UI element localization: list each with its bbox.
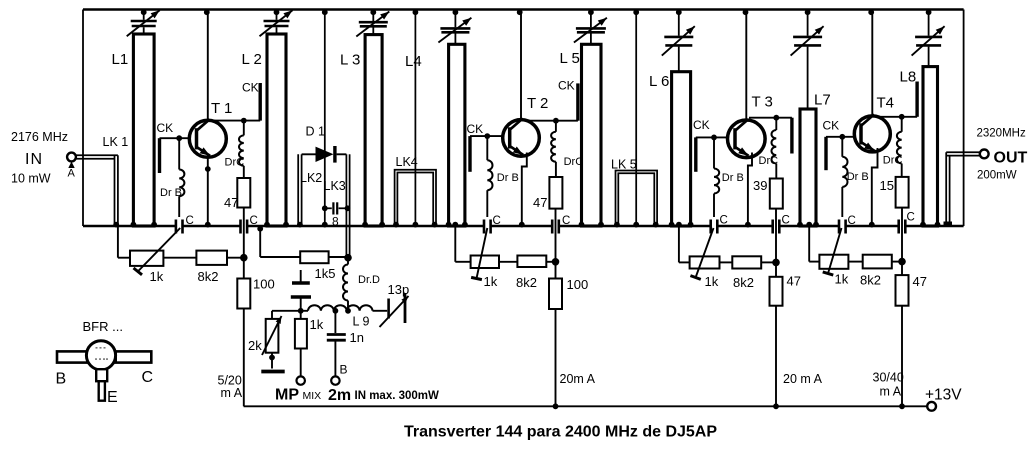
svg-text:E: E (107, 389, 118, 406)
svg-text:CK: CK (467, 122, 484, 136)
svg-text:10 mW: 10 mW (11, 172, 51, 186)
svg-text:BFR ...: BFR ... (83, 319, 123, 334)
svg-text:LK 5: LK 5 (611, 158, 637, 172)
svg-text:DrC: DrC (225, 157, 245, 169)
svg-text:Dr B: Dr B (847, 171, 869, 183)
svg-text:B: B (56, 371, 67, 388)
svg-text:Dr B: Dr B (160, 187, 182, 199)
svg-text:T4: T4 (877, 95, 895, 112)
svg-text:IN max. 300mW: IN max. 300mW (355, 390, 440, 402)
svg-text:C: C (720, 215, 728, 227)
svg-text:1k: 1k (150, 269, 164, 284)
svg-text:47: 47 (224, 195, 238, 210)
svg-text:13p: 13p (388, 282, 410, 297)
svg-text:47: 47 (533, 195, 547, 210)
svg-text:T 1: T 1 (211, 100, 232, 117)
svg-text:L 5: L 5 (560, 50, 580, 67)
svg-text:1n: 1n (350, 330, 364, 345)
svg-text:L 6: L 6 (649, 73, 669, 90)
svg-text:C: C (782, 215, 790, 227)
svg-text:LK3: LK3 (324, 179, 346, 193)
svg-text:2m: 2m (328, 387, 351, 404)
svg-text:L7: L7 (814, 92, 831, 109)
svg-text:1k: 1k (705, 274, 719, 289)
svg-text:DrC: DrC (883, 155, 903, 167)
svg-text:+13V: +13V (925, 387, 962, 404)
svg-text:DrC: DrC (564, 156, 584, 168)
svg-text:5/20: 5/20 (218, 374, 242, 388)
svg-text:B: B (340, 363, 348, 377)
svg-text:C: C (493, 215, 501, 227)
svg-text:C: C (848, 215, 856, 227)
svg-text:1k: 1k (310, 317, 324, 332)
svg-text:CK: CK (558, 79, 575, 93)
svg-text:L 9: L 9 (353, 315, 370, 329)
svg-text:CK: CK (242, 81, 259, 95)
svg-text:C: C (250, 215, 258, 227)
svg-text:100: 100 (567, 277, 589, 292)
svg-text:L8: L8 (900, 69, 917, 86)
svg-text:IN: IN (25, 151, 43, 168)
svg-text:T 2: T 2 (527, 95, 548, 112)
svg-text:D 1: D 1 (306, 125, 326, 139)
svg-text:LK4: LK4 (396, 155, 418, 169)
svg-text:m A: m A (221, 386, 243, 400)
svg-text:C: C (142, 369, 154, 386)
svg-text:15: 15 (880, 178, 894, 193)
svg-text:47: 47 (787, 274, 801, 289)
svg-text:1k: 1k (484, 274, 498, 289)
svg-text:1k5: 1k5 (315, 266, 336, 281)
svg-text:20 m A: 20 m A (783, 372, 823, 386)
svg-text:C: C (186, 215, 194, 227)
svg-text:L4: L4 (405, 53, 422, 70)
svg-text:Transverter 144 para 2400 MHz: Transverter 144 para 2400 MHz de DJ5AP (404, 424, 717, 441)
svg-text:CK: CK (823, 119, 840, 133)
svg-text:Dr.D: Dr.D (358, 274, 380, 286)
svg-text:LK2: LK2 (300, 171, 322, 185)
svg-text:MP: MP (275, 387, 299, 404)
svg-text:DrC: DrC (759, 155, 779, 167)
svg-text:20m A: 20m A (560, 372, 596, 386)
svg-text:8: 8 (332, 215, 339, 229)
svg-text:39: 39 (753, 178, 767, 193)
svg-text:MIX: MIX (303, 390, 322, 402)
svg-text:2320MHz: 2320MHz (977, 128, 1026, 140)
svg-text:8k2: 8k2 (860, 273, 881, 288)
svg-text:Dr B: Dr B (497, 172, 519, 184)
svg-text:m A: m A (880, 385, 902, 399)
svg-text:8k2: 8k2 (198, 269, 219, 284)
svg-text:C: C (907, 212, 915, 224)
svg-text:Dr B: Dr B (722, 172, 744, 184)
svg-text:A: A (68, 168, 76, 180)
svg-text:8k2: 8k2 (733, 275, 754, 290)
svg-text:OUT: OUT (994, 150, 1028, 167)
svg-text:8k2: 8k2 (516, 275, 537, 290)
svg-text:L1: L1 (112, 51, 129, 68)
svg-text:CK: CK (693, 118, 710, 132)
svg-text:47: 47 (913, 274, 927, 289)
svg-text:CK: CK (157, 121, 174, 135)
svg-text:100: 100 (253, 277, 275, 292)
svg-text:2k: 2k (248, 338, 262, 353)
svg-text:30/40: 30/40 (873, 371, 904, 385)
svg-text:200mW: 200mW (977, 170, 1017, 182)
svg-text:T 3: T 3 (752, 94, 773, 111)
svg-text:L 3: L 3 (340, 52, 360, 69)
svg-text:1k: 1k (835, 272, 849, 287)
svg-text:2176 MHz: 2176 MHz (11, 130, 68, 144)
svg-text:C: C (562, 215, 570, 227)
svg-text:L 2: L 2 (242, 51, 262, 68)
svg-text:LK 1: LK 1 (103, 135, 129, 149)
